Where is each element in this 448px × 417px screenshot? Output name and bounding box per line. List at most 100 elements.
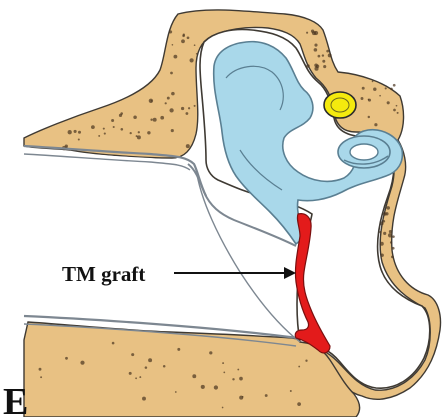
bone-speckle-dot [305,360,307,362]
bone-speckle-dot [297,402,301,406]
bone-speckle-dot [112,342,115,345]
bone-speckle-dot [392,235,395,238]
bone-speckle-dot [150,119,152,121]
bone-speckle-dot [78,131,81,134]
bone-speckle-dot [314,31,318,35]
bone-speckle-dot [175,391,177,393]
bone-speckle-dot [265,394,268,397]
bone-speckle-dot [40,376,42,378]
bone-speckle-dot [170,72,173,75]
bone-speckle-dot [385,87,387,89]
bone-speckle-dot [103,128,105,130]
bone-speckle-dot [171,92,175,96]
bone-speckle-dot [393,109,396,112]
bone-speckle-dot [129,372,132,375]
bone-speckle-dot [196,53,198,55]
panel-letter: E [3,381,28,417]
bone-speckle-dot [214,385,218,389]
bone-speckle-dot [368,116,370,118]
bone-speckle-dot [290,390,292,392]
bone-speckle-dot [181,107,184,110]
bone-speckle-dot [133,116,137,120]
bone-speckle-dot [392,247,395,250]
bone-speckle-dot [172,44,174,46]
bone-speckle-dot [374,123,377,126]
bone-speckle-dot [314,48,318,52]
bone-speckle-dot [397,112,399,114]
bone-speckle-dot [379,231,381,233]
bone-speckle-dot [209,351,212,354]
bone-speckle-dot [222,407,224,409]
bone-speckle-dot [242,396,244,398]
bone-speckle-dot [78,138,80,140]
bone-speckle-dot [372,81,374,83]
bone-speckle-dot [386,206,390,210]
bone-speckle-dot [298,366,300,368]
bone-speckle-dot [239,377,243,381]
bone-speckle-dot [173,55,177,59]
bone-speckle-dot [145,366,148,369]
bone-speckle-dot [379,95,381,97]
bone-speckle-dot [222,362,224,364]
tm-graft-label: TM graft [62,262,145,286]
bone-speckle-dot [390,241,392,243]
bone-speckle-dot [167,97,170,100]
bone-speckle-dot [322,54,324,56]
bone-speckle-dot [111,119,114,122]
bone-speckle-dot [391,256,394,259]
bone-speckle-dot [104,133,106,135]
bone-speckle-dot [153,118,157,122]
bone-speckle-dot [186,144,190,148]
bone-speckle-dot [131,353,134,356]
bone-speckle-dot [182,35,185,38]
bone-speckle-dot [237,369,239,371]
bone-speckle-dot [323,65,326,68]
bone-speckle-dot [135,377,137,379]
facial-nerve [324,92,356,118]
bone-speckle-dot [201,385,205,389]
bone-speckle-dot [232,378,234,380]
bone-speckle-dot [68,130,72,134]
bone-speckle-dot [373,87,376,90]
bone-speckle-dot [80,361,84,365]
bone-speckle-dot [142,397,146,401]
bone-speckle-dot [381,254,384,257]
bone-speckle-dot [165,102,167,104]
bone-speckle-dot [306,32,308,34]
bone-speckle-dot [169,30,172,33]
bone-speckle-dot [396,105,398,107]
bone-speckle-dot [139,376,141,378]
bone-speckle-dot [385,212,388,215]
bone-speckle-dot [98,135,100,137]
bone-speckle-dot [169,108,173,112]
bone-speckle-dot [388,233,392,237]
bone-speckle-dot [362,87,365,90]
bone-speckle-dot [119,114,122,117]
bone-speckle-dot [91,125,95,129]
lateral-loop-inner [350,144,378,160]
bone-speckle-dot [113,126,115,128]
bone-speckle-dot [311,30,314,33]
bone-speckle-dot [194,105,196,107]
bone-speckle-dot [194,44,196,46]
bone-speckle-dot [39,368,42,371]
bone-speckle-dot [171,129,174,132]
bone-speckle-dot [393,84,396,87]
bone-speckle-dot [383,232,386,235]
bone-speckle-dot [368,99,370,101]
bone-speckle-dot [148,358,152,362]
bone-speckle-dot [74,130,77,133]
bone-speckle-dot [187,36,190,39]
bone-speckle-dot [65,357,68,360]
bone-speckle-dot [318,55,321,58]
bone-speckle-dot [361,97,364,100]
bone-speckle-dot [130,132,132,134]
bone-speckle-dot [121,128,124,131]
bone-speckle-dot [160,116,164,120]
bone-speckle-dot [190,58,194,62]
bone-speckle-dot [328,53,332,57]
bone-speckle-dot [314,44,317,47]
bone-speckle-dot [390,88,393,91]
